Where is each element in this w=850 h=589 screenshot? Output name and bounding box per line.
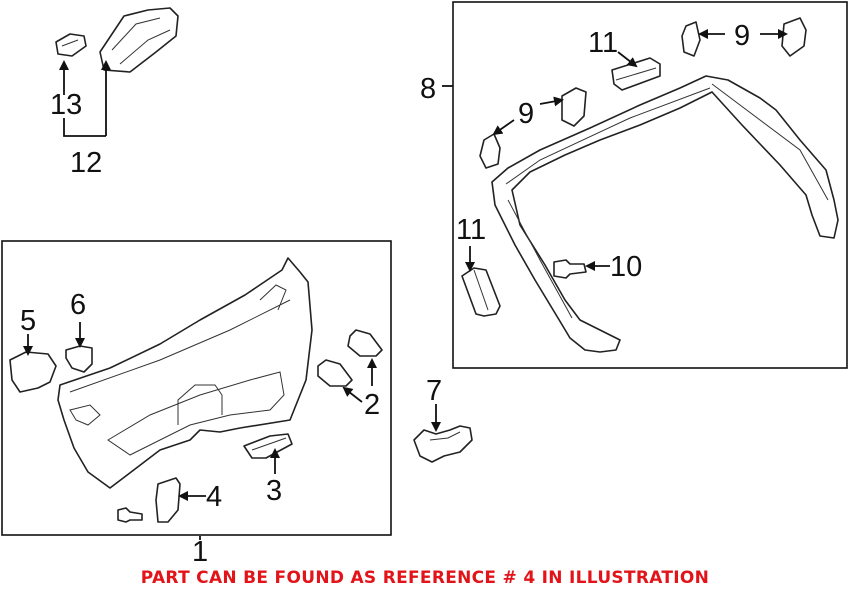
part-5-cover[interactable] <box>9 351 57 393</box>
callout-5: 5 <box>20 305 36 337</box>
callout-11-left: 11 <box>456 214 486 246</box>
part-3-handle[interactable] <box>243 433 293 459</box>
part-6-clip[interactable] <box>65 345 93 373</box>
part-7-bracket[interactable] <box>413 425 473 463</box>
callout-13: 13 <box>50 89 82 121</box>
callout-6: 6 <box>70 289 86 321</box>
callout-11-top: 11 <box>588 27 618 59</box>
reference-note: PART CAN BE FOUND AS REFERENCE # 4 IN IL… <box>140 568 710 588</box>
callout-8: 8 <box>420 73 436 105</box>
part-12-lamp-housing[interactable] <box>99 7 179 73</box>
part-4-cover[interactable] <box>155 477 181 523</box>
part-11-plug-left[interactable] <box>461 267 501 317</box>
part-9-clip-top-right[interactable] <box>781 17 807 57</box>
trim-panel-group-box <box>1 240 392 536</box>
part-2-clip-lower[interactable] <box>317 359 353 387</box>
screw[interactable] <box>117 507 143 523</box>
callout-12: 12 <box>70 147 102 179</box>
part-8-weatherstrip[interactable] <box>491 75 839 353</box>
part-1-liftgate-trim-panel[interactable] <box>57 257 313 489</box>
part-9-clip-mid-left[interactable] <box>479 133 501 169</box>
part-11-plug-top[interactable] <box>611 57 661 91</box>
callout-7: 7 <box>426 375 442 407</box>
callout-3: 3 <box>266 475 282 507</box>
callout-9-top: 9 <box>734 20 750 52</box>
part-10-clip-pin[interactable] <box>553 259 587 279</box>
callout-9-mid: 9 <box>518 98 534 130</box>
part-2-clip-upper[interactable] <box>347 329 383 357</box>
callout-4: 4 <box>206 481 222 513</box>
callout-1: 1 <box>192 536 208 568</box>
part-13-bulb[interactable] <box>55 33 87 57</box>
callout-2: 2 <box>364 389 380 421</box>
part-9-clip-top-left[interactable] <box>681 21 701 57</box>
callout-10: 10 <box>610 251 642 283</box>
part-9-clip-mid-right[interactable] <box>561 87 587 127</box>
weatherstrip-group-box <box>452 1 848 369</box>
